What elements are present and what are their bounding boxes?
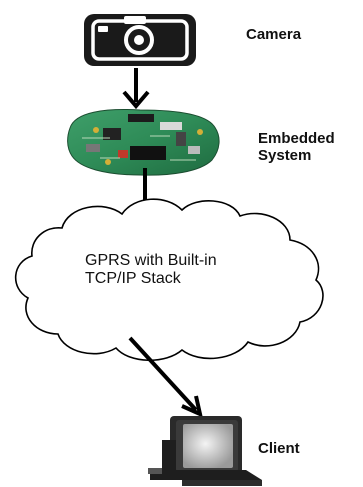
- embedded-system-label: Embedded System: [258, 130, 335, 164]
- arrow-camera-to-embedded: [122, 68, 150, 110]
- camera-label: Camera: [246, 26, 302, 43]
- gprs-cloud-label: GPRS with Built-in TCP/IP Stack: [85, 252, 217, 288]
- cloud-label-line2: TCP/IP Stack: [85, 270, 181, 287]
- embedded-label-line1: Embedded: [258, 130, 335, 147]
- client-label: Client: [258, 440, 300, 457]
- embedded-label-line2: System: [258, 147, 312, 164]
- cloud-label-line1: GPRS with Built-in: [85, 252, 217, 269]
- camera-icon: [84, 14, 196, 66]
- circuit-board-icon: [67, 109, 220, 176]
- computer-icon: [148, 416, 262, 486]
- cloud-icon: [14, 198, 324, 361]
- arrow-cloud-to-client: [128, 336, 203, 418]
